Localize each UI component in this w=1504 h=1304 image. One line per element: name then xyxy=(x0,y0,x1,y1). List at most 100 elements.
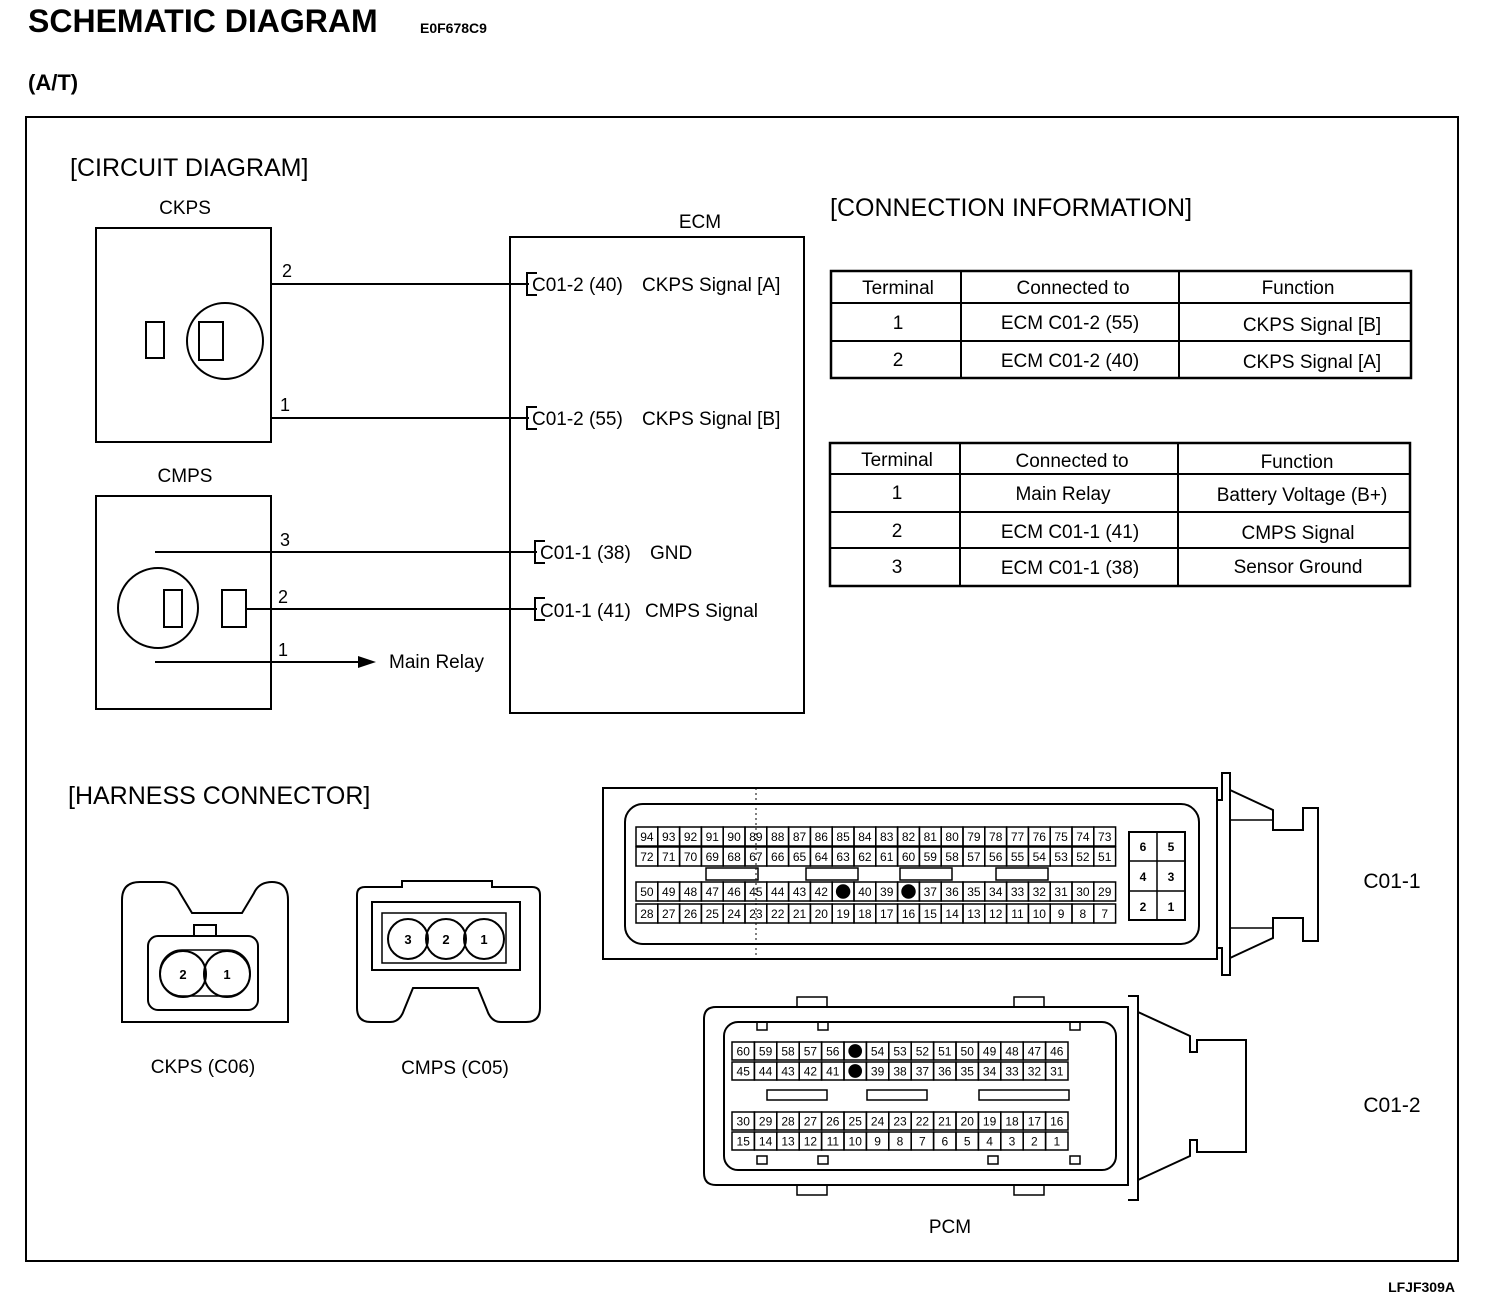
pin-number: 87 xyxy=(793,830,807,844)
harness-connector-heading: [HARNESS CONNECTOR] xyxy=(68,782,370,810)
pin-number: 10 xyxy=(1033,907,1047,921)
pin-number: 68 xyxy=(727,850,741,864)
connector-pin: 47 xyxy=(700,881,724,902)
pin-number: 42 xyxy=(804,1065,818,1079)
c012-connector xyxy=(703,995,1247,1201)
connector-pin: 57 xyxy=(798,1041,823,1061)
ecm-terminal-signal: GND xyxy=(650,543,692,564)
connector-pin: 54 xyxy=(865,1041,890,1061)
diagram-frame xyxy=(25,116,1459,1262)
connector-pin: 31 xyxy=(1049,881,1073,902)
table-cell: ECM C01-1 (41) xyxy=(1001,522,1139,543)
pin-number: 50 xyxy=(640,885,654,899)
pin-number: 40 xyxy=(858,885,872,899)
pin-number: 30 xyxy=(1076,885,1090,899)
pin-number: 48 xyxy=(684,885,698,899)
cmps-connection-table: Terminal Connected to Function 1 Main Re… xyxy=(828,441,1412,588)
connector-pin: 26 xyxy=(678,903,703,924)
connector-pin: 79 xyxy=(962,826,986,847)
connector-pin: 66 xyxy=(766,846,790,867)
connector-pin: 34 xyxy=(977,1061,1002,1081)
connector-pin: 39 xyxy=(875,881,899,902)
connector-pin: 37 xyxy=(910,1061,935,1081)
pin-number: 56 xyxy=(826,1045,840,1059)
pin-number: 76 xyxy=(1033,830,1047,844)
table-cell: Battery Voltage (B+) xyxy=(1217,485,1388,506)
cmps-sensor xyxy=(95,495,272,710)
table-row: 2 ECM C01-2 (40) CKPS Signal [A] xyxy=(893,350,1381,373)
connector-pin: 89 xyxy=(744,826,768,847)
connector-pin: 40 xyxy=(853,881,877,902)
pin-number: 10 xyxy=(849,1135,863,1149)
connector-pin: 62 xyxy=(853,846,877,867)
connector-pin: 5 xyxy=(955,1131,980,1151)
pin-number: 88 xyxy=(771,830,785,844)
connector-pin: 58 xyxy=(776,1041,800,1061)
page-subtitle: (A/T) xyxy=(28,70,78,95)
connector-pin: 55 xyxy=(1005,846,1030,867)
ecm-terminal-3: C01-1 (38) GND xyxy=(534,540,692,564)
connector-pin: 75 xyxy=(1049,826,1073,847)
connector-pin: 59 xyxy=(918,846,942,867)
pin-number: 44 xyxy=(759,1065,773,1079)
pin-number: 92 xyxy=(684,830,698,844)
c011-connector xyxy=(602,772,1319,976)
pin-number: 61 xyxy=(880,850,894,864)
pin-number: 28 xyxy=(640,907,654,921)
pin-number: 80 xyxy=(945,830,959,844)
connector-pin: 43 xyxy=(787,881,812,902)
connector-pin xyxy=(831,881,855,902)
connector-pin: 10 xyxy=(843,1131,868,1151)
pin-number: 43 xyxy=(781,1065,795,1079)
pin-number: 54 xyxy=(871,1045,885,1059)
connector-pin: 12 xyxy=(984,903,1008,924)
pin-number: 4 xyxy=(1140,870,1147,884)
table-cell: ECM C01-1 (38) xyxy=(1001,558,1139,579)
pin-number: 57 xyxy=(804,1045,818,1059)
pin-number: 51 xyxy=(1098,850,1112,864)
connector-pin: 16 xyxy=(896,903,921,924)
table-cell: 2 xyxy=(893,350,904,371)
ckps-pin-1: 1 xyxy=(280,395,290,415)
connector-pin: 32 xyxy=(1027,881,1051,902)
connector-pin: 6 xyxy=(932,1131,957,1151)
pcm-label: PCM xyxy=(929,1217,971,1238)
pin-number: 53 xyxy=(1054,850,1068,864)
pin-number: 26 xyxy=(826,1115,840,1129)
table-cell: CKPS Signal [B] xyxy=(1243,315,1381,336)
pin-number: 23 xyxy=(749,907,763,921)
connector-pin: 23 xyxy=(888,1111,912,1131)
pin-number: 7 xyxy=(1101,907,1108,921)
connector-pin: 7 xyxy=(910,1131,935,1151)
pin-number: 79 xyxy=(967,830,981,844)
pin-number: 27 xyxy=(662,907,676,921)
pin-number: 49 xyxy=(983,1045,997,1059)
pin-number: 6 xyxy=(1140,840,1147,854)
connector-pin: 33 xyxy=(1005,881,1030,902)
connector-pin: 21 xyxy=(787,903,812,924)
connector-pin: 50 xyxy=(635,881,659,902)
connector-pin: 93 xyxy=(657,826,681,847)
connector-pin: 57 xyxy=(962,846,986,867)
table-cell: Main Relay xyxy=(1015,484,1111,505)
connector-pin: 2 xyxy=(1022,1131,1047,1151)
connector-pin: 59 xyxy=(753,1041,778,1061)
pin-number: 12 xyxy=(804,1135,818,1149)
pin-number: 45 xyxy=(749,885,763,899)
pin-number: 73 xyxy=(1098,830,1112,844)
pin-number: 27 xyxy=(804,1115,818,1129)
pin-number: 86 xyxy=(815,830,829,844)
connector-pin: 68 xyxy=(722,846,746,867)
pin-number: 8 xyxy=(897,1135,904,1149)
column-header: Connected to xyxy=(1016,278,1129,299)
pin-number: 46 xyxy=(727,885,741,899)
connector-pin: 73 xyxy=(1093,826,1117,847)
pin-number: 9 xyxy=(1058,907,1065,921)
connector-pin: 47 xyxy=(1022,1041,1047,1061)
connector-pin: 46 xyxy=(1044,1041,1069,1061)
connector-pin: 92 xyxy=(678,826,703,847)
connector-pin: 48 xyxy=(678,881,703,902)
pin-number: 41 xyxy=(826,1065,840,1079)
connector-pin: 39 xyxy=(865,1061,890,1081)
pin-number: 16 xyxy=(902,907,916,921)
